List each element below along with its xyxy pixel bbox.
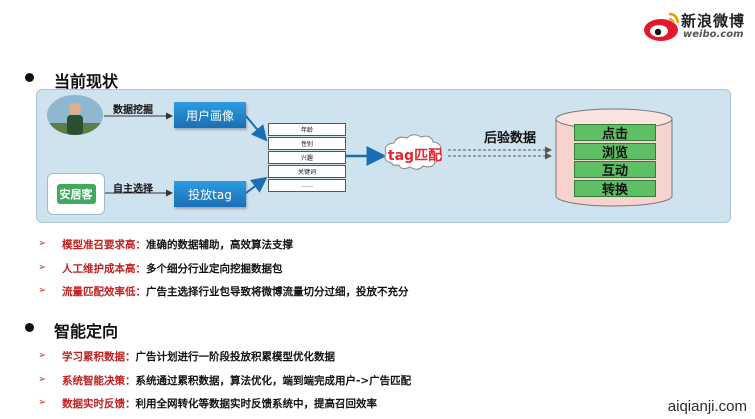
- weibo-eye-icon: [644, 12, 680, 41]
- section-bullet: [25, 323, 34, 332]
- tag-item: 兴趣: [268, 151, 346, 164]
- stat-view: 浏览: [574, 143, 656, 161]
- watermark: aiqianji.com: [667, 398, 747, 415]
- section-title-current: 当前现状: [54, 72, 119, 91]
- list-arrow-icon: ➢: [38, 238, 47, 249]
- tag-item: 性别: [268, 137, 346, 150]
- anjuke-logo: 安居客: [47, 173, 105, 215]
- label-self-select: 自主选择: [113, 184, 153, 195]
- list-item: 数据实时反馈：利用全网转化等数据实时反馈系统中，提高召回效率: [62, 398, 377, 410]
- list-arrow-icon: ➢: [38, 350, 47, 361]
- brand-url: weibo.com: [683, 29, 744, 40]
- list-item: 模型准召要求高：准确的数据辅助，高效算法支撑: [62, 239, 293, 251]
- box-user-profile: 用户画像: [174, 102, 246, 128]
- stat-click: 点击: [574, 124, 656, 142]
- label-data-mining: 数据挖掘: [113, 105, 153, 116]
- list-item: 人工维护成本高：多个细分行业定向挖掘数据包: [62, 263, 283, 275]
- list-item: 流量匹配效率低：广告主选择行业包导致将微博流量切分过细，投放不充分: [62, 286, 409, 298]
- list-arrow-icon: ➢: [38, 285, 47, 296]
- brand-name: 新浪微博: [681, 12, 746, 30]
- section-bullet: [25, 73, 34, 82]
- stat-interact: 互动: [574, 161, 656, 179]
- cloud-label-tag-match: tag匹配: [387, 148, 443, 164]
- tag-item: 关键词: [268, 165, 346, 178]
- list-item: 系统智能决策：系统通过累积数据，算法优化，端到端完成用户->广告匹配: [62, 375, 412, 387]
- list-arrow-icon: ➢: [38, 262, 47, 273]
- list-item: 学习累积数据：广告计划进行一阶段投放积累模型优化数据: [62, 351, 335, 363]
- cloud-shape: [384, 134, 443, 170]
- stat-convert: 转换: [574, 180, 656, 198]
- tag-item: ……: [268, 179, 346, 192]
- list-arrow-icon: ➢: [38, 397, 47, 408]
- list-arrow-icon: ➢: [38, 374, 47, 385]
- box-delivery-tag: 投放tag: [174, 181, 246, 207]
- user-avatar: [47, 95, 103, 135]
- label-posterior-data: 后验数据: [484, 131, 537, 146]
- tag-item: 年龄: [268, 123, 346, 136]
- section-title-smart-targeting: 智能定向: [54, 322, 119, 341]
